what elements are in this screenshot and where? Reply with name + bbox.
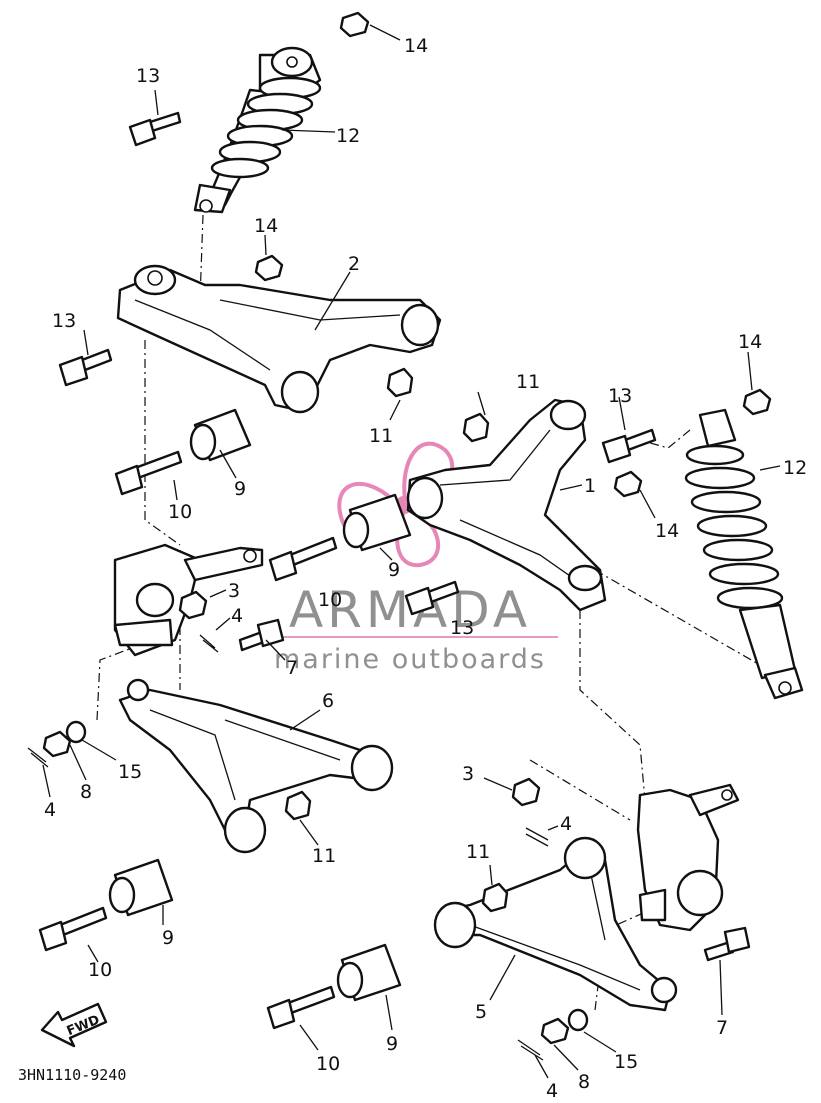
callout-6: 6 xyxy=(322,690,334,712)
callout-7: 7 xyxy=(716,1017,728,1039)
callout-12: 12 xyxy=(336,125,360,147)
cotter-pin-4-d xyxy=(517,1039,544,1061)
callout-13: 13 xyxy=(608,385,632,407)
shock-absorber-right xyxy=(684,408,804,700)
watermark-brand: ARMADA xyxy=(289,581,531,639)
cotter-pin-4-c xyxy=(525,827,549,847)
bolt-13-right xyxy=(601,428,657,464)
bolt-10-c xyxy=(38,906,108,952)
leader-lines xyxy=(42,24,781,1079)
nut-3-left xyxy=(178,590,208,620)
callout-10: 10 xyxy=(318,589,342,611)
nut-11-b xyxy=(462,412,490,443)
callout-11: 11 xyxy=(369,425,393,447)
diagram-code: 3HN1110-9240 xyxy=(18,1066,126,1084)
callout-9: 9 xyxy=(388,559,400,581)
nut-11-d xyxy=(481,882,509,913)
bolt-7-left xyxy=(238,618,285,652)
callout-9: 9 xyxy=(234,478,246,500)
callout-numbers: 14 13 12 14 2 13 14 11 13 11 12 1 9 10 1… xyxy=(44,35,807,1102)
bushing-9-c xyxy=(108,858,174,917)
callout-4: 4 xyxy=(44,799,56,821)
callout-9: 9 xyxy=(386,1033,398,1055)
callout-3: 3 xyxy=(228,580,240,602)
callout-13: 13 xyxy=(52,310,76,332)
callout-13: 13 xyxy=(136,65,160,87)
callout-11: 11 xyxy=(312,845,336,867)
bushing-9-d xyxy=(336,943,402,1002)
callout-8: 8 xyxy=(578,1071,590,1093)
bolt-10-b xyxy=(268,536,338,582)
bushings xyxy=(108,408,412,1002)
callout-9: 9 xyxy=(162,927,174,949)
callout-13: 13 xyxy=(450,617,474,639)
nut-14-mid xyxy=(254,254,284,282)
nut-3-right xyxy=(511,777,541,807)
bolt-13-left xyxy=(58,348,113,387)
nut-14-right xyxy=(742,388,772,416)
lower-arm-left xyxy=(118,678,394,854)
callout-3: 3 xyxy=(462,763,474,785)
callout-10: 10 xyxy=(88,959,112,981)
callout-14: 14 xyxy=(254,215,278,237)
callout-5: 5 xyxy=(475,1001,487,1023)
callout-1: 1 xyxy=(584,475,596,497)
callout-10: 10 xyxy=(316,1053,340,1075)
callout-11: 11 xyxy=(516,371,540,393)
nut-14-top xyxy=(339,11,370,38)
shock-absorber-upper-left xyxy=(193,46,322,214)
callout-8: 8 xyxy=(80,781,92,803)
callout-10: 10 xyxy=(168,501,192,523)
fwd-arrow: FWD xyxy=(40,1002,108,1048)
nut-11-a xyxy=(386,367,414,398)
callout-2: 2 xyxy=(348,253,360,275)
bolt-10-a xyxy=(114,450,183,496)
fasteners xyxy=(27,11,772,1061)
lower-arm-right xyxy=(433,836,678,1012)
callout-4: 4 xyxy=(231,605,243,627)
bolt-10-d xyxy=(266,985,336,1030)
bolt-7-right xyxy=(703,926,751,962)
callout-14: 14 xyxy=(655,520,679,542)
callout-4: 4 xyxy=(546,1080,558,1102)
callout-15: 15 xyxy=(614,1051,638,1073)
steering-knuckle-left xyxy=(113,543,264,657)
callout-7: 7 xyxy=(286,657,298,679)
nut-11-c xyxy=(284,790,312,821)
nut-14-center xyxy=(613,470,643,498)
bolt-13-center xyxy=(404,580,460,616)
washer-15-right xyxy=(567,1008,589,1032)
steering-knuckle-right xyxy=(636,783,740,932)
bushing-9-a xyxy=(189,408,252,462)
nut-8-right xyxy=(540,1017,570,1045)
bolt-13-top xyxy=(128,111,182,147)
callout-4: 4 xyxy=(560,813,572,835)
nut-8-left xyxy=(42,730,72,758)
callout-15: 15 xyxy=(118,761,142,783)
watermark-tagline: marine outboards xyxy=(274,644,546,675)
callout-14: 14 xyxy=(738,331,762,353)
callout-11: 11 xyxy=(466,841,490,863)
washer-15-left xyxy=(65,720,87,744)
callout-12: 12 xyxy=(783,457,807,479)
upper-arm-right xyxy=(406,398,607,612)
upper-arm-left xyxy=(116,264,442,414)
bushing-9-b xyxy=(342,493,412,552)
bolts xyxy=(38,111,751,1030)
cotter-pin-4-a xyxy=(199,634,219,653)
cotter-pin-4-b xyxy=(27,747,49,768)
callout-14: 14 xyxy=(404,35,428,57)
